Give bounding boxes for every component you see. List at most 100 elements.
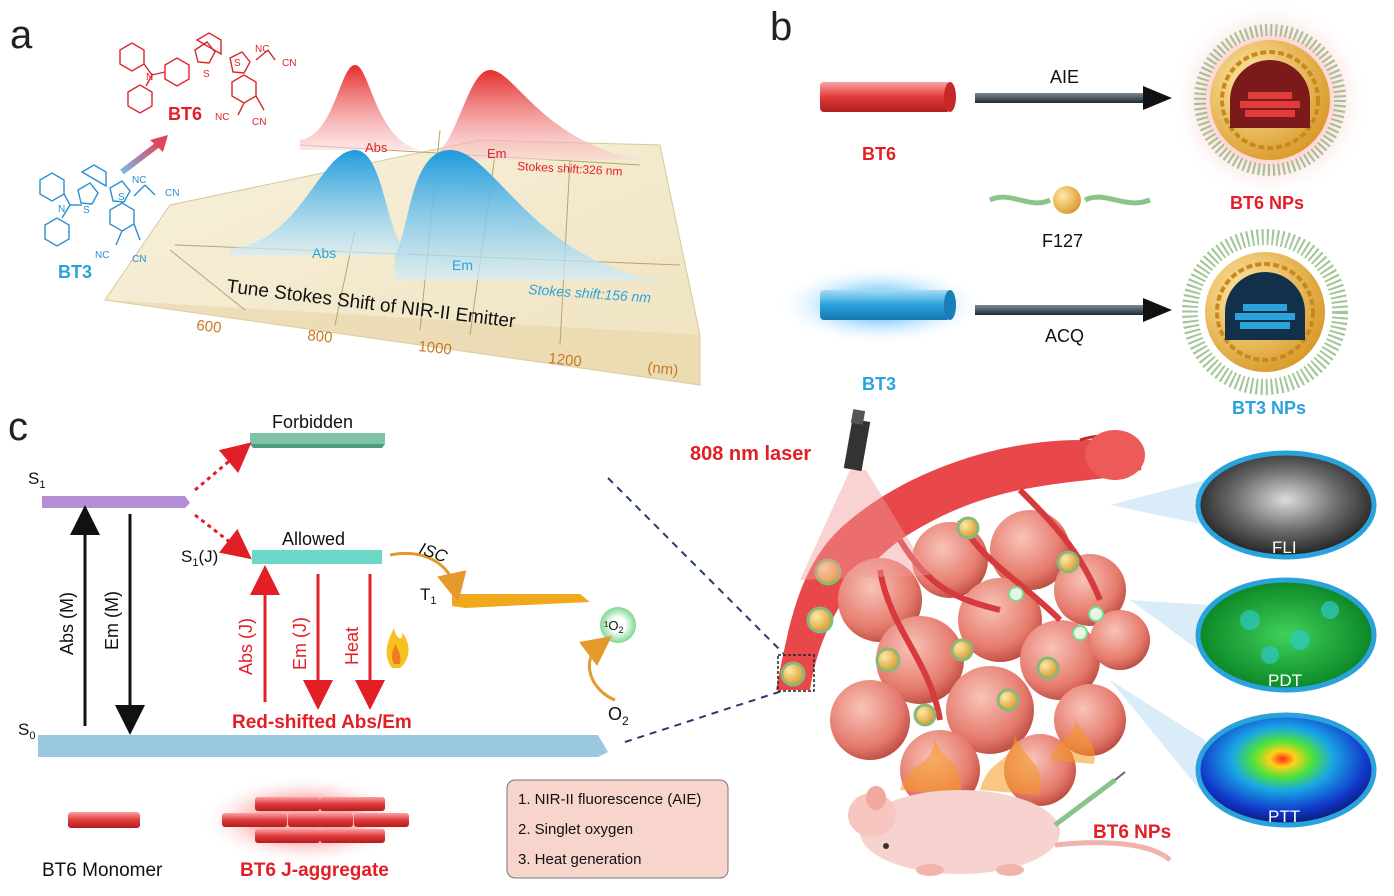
laser-label: 808 nm laser: [690, 443, 811, 465]
nanoparticles-in-tumor: [780, 516, 1104, 727]
tick-label: (nm): [647, 359, 679, 379]
bt3-compound-label: BT3: [58, 262, 92, 282]
forbidden-arrow: [194, 442, 252, 492]
bt6-spectra: [300, 65, 640, 160]
cn-label: NC: [215, 112, 229, 123]
bt6-stokes-label: Stokes shift:326 nm: [517, 159, 623, 178]
bt3-to-bt6-arrow: [120, 140, 162, 175]
bt6-rod-label: BT6: [862, 144, 896, 164]
bt6-monomer-rod: [68, 812, 140, 828]
features-list-box: [506, 779, 729, 879]
tick-label: 800: [307, 327, 334, 347]
cn-label: CN: [252, 117, 266, 128]
atom-n: N: [58, 204, 65, 215]
bt3-nanoparticle: [1182, 229, 1348, 395]
cn-label: NC: [132, 175, 146, 186]
bt3-atoms: N S S NC CN NC CN: [58, 175, 179, 265]
o2-arrow: [578, 635, 616, 702]
s0-label: S0: [18, 720, 35, 742]
pdt-image: [1195, 577, 1377, 693]
list-item: 2. Singlet oxygen: [518, 821, 633, 838]
em-m-label: Em (M): [102, 591, 122, 650]
mouse-illustration: [848, 786, 1172, 876]
tumor-illustration: [776, 430, 1150, 810]
f127-label: F127: [1042, 231, 1083, 251]
bt3-structure: [39, 164, 156, 247]
imaging-beams: [1110, 480, 1210, 790]
tick-label: 1000: [418, 338, 453, 358]
forbidden-level: [250, 433, 385, 448]
cn-label: CN: [165, 188, 179, 199]
f127-polymer: [988, 186, 1151, 214]
aie-label: AIE: [1050, 67, 1079, 87]
bt6-j-aggregate: [200, 775, 410, 865]
isc-label: ISC: [417, 539, 451, 567]
fli-label: FLI: [1272, 538, 1297, 557]
pdt-label: PDT: [1268, 671, 1302, 690]
s0-level: [38, 735, 608, 757]
o2-label: O2: [608, 704, 629, 728]
singlet-oxygen-bubble: [600, 607, 636, 643]
t1-level: [452, 594, 590, 608]
heat-label: Heat: [342, 627, 362, 665]
bt3-nps-label: BT3 NPs: [1232, 398, 1306, 418]
syringe-icon: [1053, 771, 1126, 827]
arrow-head: [150, 135, 168, 152]
acq-label: ACQ: [1045, 326, 1084, 346]
singlet-oxygen-label: ¹O2: [604, 618, 623, 635]
bt3-abs-label: Abs: [312, 245, 336, 261]
bt3-rod: [775, 265, 985, 345]
bt6-structure: [119, 32, 276, 116]
acq-arrow: [975, 298, 1172, 322]
bt6-nps-label: BT6 NPs: [1230, 193, 1304, 213]
cn-label: CN: [282, 58, 296, 69]
cn-label: CN: [132, 254, 146, 265]
zoom-connector: [624, 689, 786, 743]
panel-label-c: c: [8, 405, 28, 449]
bt6-abs-label: Abs: [365, 140, 388, 155]
laser-device: [800, 409, 930, 580]
allowed-label: Allowed: [282, 529, 345, 549]
bt3-rod-label: BT3: [862, 374, 896, 394]
t1-label: T1: [420, 585, 437, 607]
forbidden-label: Forbidden: [272, 412, 353, 432]
s1-level: [42, 496, 190, 508]
bt6-rod: [820, 82, 956, 112]
abs-j-label: Abs (J): [236, 618, 256, 675]
s1-label: S1: [28, 469, 45, 491]
panel-label-b: b: [770, 5, 792, 49]
tick-label: 600: [196, 317, 223, 337]
bt6-j-aggregate-label: BT6 J-aggregate: [240, 860, 389, 881]
ptt-image: [1195, 712, 1377, 828]
atom-s: S: [118, 192, 125, 203]
em-j-label: Em (J): [290, 617, 310, 670]
abs-m-label: Abs (M): [57, 592, 77, 655]
mouse-bt6-nps-label: BT6 NPs: [1093, 822, 1171, 843]
allowed-arrow: [194, 513, 252, 560]
list-item: 3. Heat generation: [518, 851, 641, 868]
zoom-connector: [607, 477, 786, 656]
cn-label: NC: [255, 44, 269, 55]
bt6-monomer-label: BT6 Monomer: [42, 860, 163, 881]
vessel-branches: [877, 487, 1103, 721]
isc-arrow: [389, 552, 467, 603]
tick-label: 1200: [548, 350, 583, 370]
fli-image: [1195, 450, 1377, 560]
atom-s: S: [203, 69, 210, 80]
bt6-compound-label: BT6: [168, 104, 202, 124]
cn-label: NC: [95, 250, 109, 261]
s1j-level: [252, 550, 382, 564]
aie-arrow: [975, 86, 1172, 110]
atom-n: N: [146, 72, 153, 83]
list-item: 1. NIR-II fluorescence (AIE): [518, 791, 701, 808]
bt3-em-label: Em: [452, 257, 473, 273]
bt6-em-label: Em: [487, 146, 507, 161]
flame-icon: [386, 628, 409, 668]
wavelength-ticks: 600 800 1000 1200 (nm): [196, 317, 679, 379]
panel-label-a: a: [10, 13, 33, 57]
s1j-label: S1(J): [181, 547, 218, 569]
red-shifted-label: Red-shifted Abs/Em: [232, 712, 412, 733]
bt6-nanoparticle: [1170, 0, 1370, 200]
atom-s: S: [83, 205, 90, 216]
